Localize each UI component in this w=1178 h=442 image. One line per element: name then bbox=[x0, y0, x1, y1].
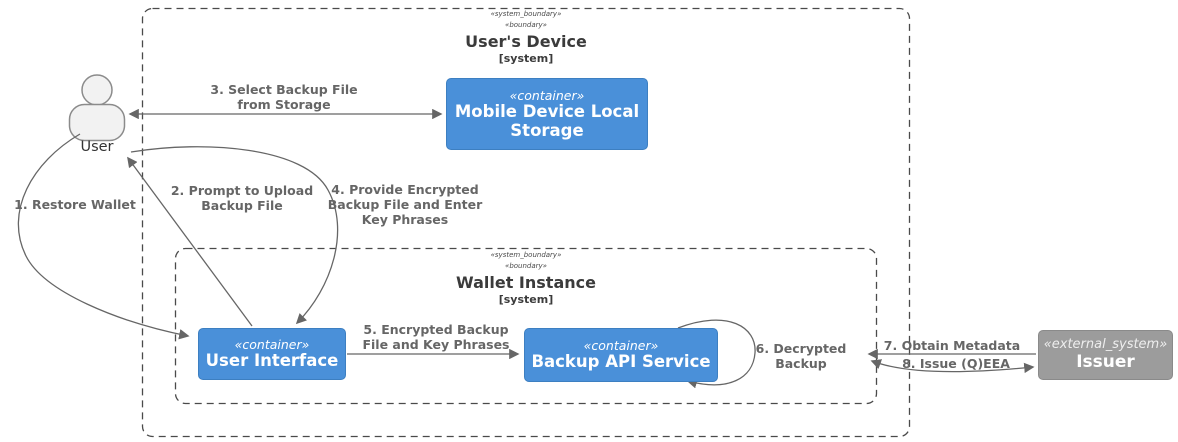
users-device-boundary bbox=[141, 7, 911, 438]
issuer-stereotype: «external_system» bbox=[1043, 337, 1168, 353]
storage-stereotype: «container» bbox=[509, 87, 585, 103]
storage-name: Mobile Device Local Storage bbox=[454, 101, 640, 140]
user-interface-name: User Interface bbox=[205, 351, 339, 371]
backup-api-stereotype: «container» bbox=[583, 338, 659, 354]
arrow-provide-encrypted bbox=[130, 146, 339, 325]
arrow-prompt-upload bbox=[127, 156, 253, 327]
node-user-interface: «container» User Interface bbox=[198, 328, 346, 380]
node-mobile-device-local-storage: «container» Mobile Device Local Storage bbox=[446, 78, 648, 150]
backup-api-name: Backup API Service bbox=[531, 352, 711, 372]
arrow-restore-wallet bbox=[17, 133, 190, 340]
arrow-decrypted-backup bbox=[677, 319, 756, 389]
arrow-issue-qeea bbox=[870, 359, 1035, 374]
user-interface-stereotype: «container» bbox=[234, 337, 310, 353]
user-actor-icon bbox=[68, 74, 126, 142]
node-issuer: «external_system» Issuer bbox=[1038, 330, 1173, 380]
wallet-instance-boundary bbox=[174, 247, 878, 405]
issuer-name: Issuer bbox=[1076, 352, 1135, 373]
node-backup-api-service: «container» Backup API Service bbox=[524, 328, 718, 382]
